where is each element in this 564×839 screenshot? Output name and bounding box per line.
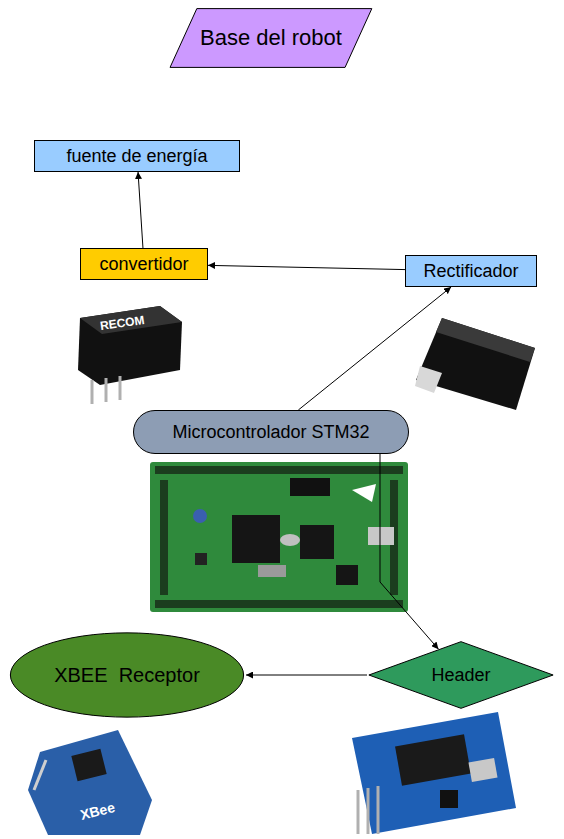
arrow-connector <box>380 454 438 649</box>
node-label: Base del robot <box>168 8 374 68</box>
arrow-connector <box>298 287 451 410</box>
node-text: fuente de energía <box>66 146 207 167</box>
node-text: Microcontrolador STM32 <box>172 422 369 443</box>
process-box: fuente de energía <box>34 140 240 172</box>
process-box: convertidor <box>80 248 208 280</box>
rounded-box: Microcontrolador STM32 <box>133 410 409 454</box>
parallelogram-box: Base del robot <box>168 8 374 68</box>
node-label: Microcontrolador STM32 <box>134 411 408 453</box>
xbee-picture <box>28 730 152 835</box>
node-label: convertidor <box>81 249 207 279</box>
decision-diamond: Header <box>367 641 555 709</box>
node-text: XBEE Receptor <box>54 664 200 687</box>
node-label: Header <box>367 641 555 709</box>
ellipse-node: XBEE Receptor <box>8 632 246 718</box>
header-board-picture <box>352 712 516 834</box>
node-label: Rectificador <box>406 256 536 286</box>
board-picture <box>150 462 408 612</box>
arrow-connector <box>246 675 367 676</box>
node-label: XBEE Receptor <box>8 632 246 718</box>
process-box: Rectificador <box>405 255 537 287</box>
arrow-connector <box>208 265 405 269</box>
node-text: convertidor <box>99 254 188 275</box>
node-label: fuente de energía <box>35 141 239 171</box>
node-text: Base del robot <box>200 25 342 50</box>
converter-picture <box>78 306 182 404</box>
node-text: Rectificador <box>423 261 518 282</box>
diode-picture <box>415 318 535 410</box>
arrow-connector <box>138 172 143 248</box>
node-text: Header <box>431 665 490 686</box>
